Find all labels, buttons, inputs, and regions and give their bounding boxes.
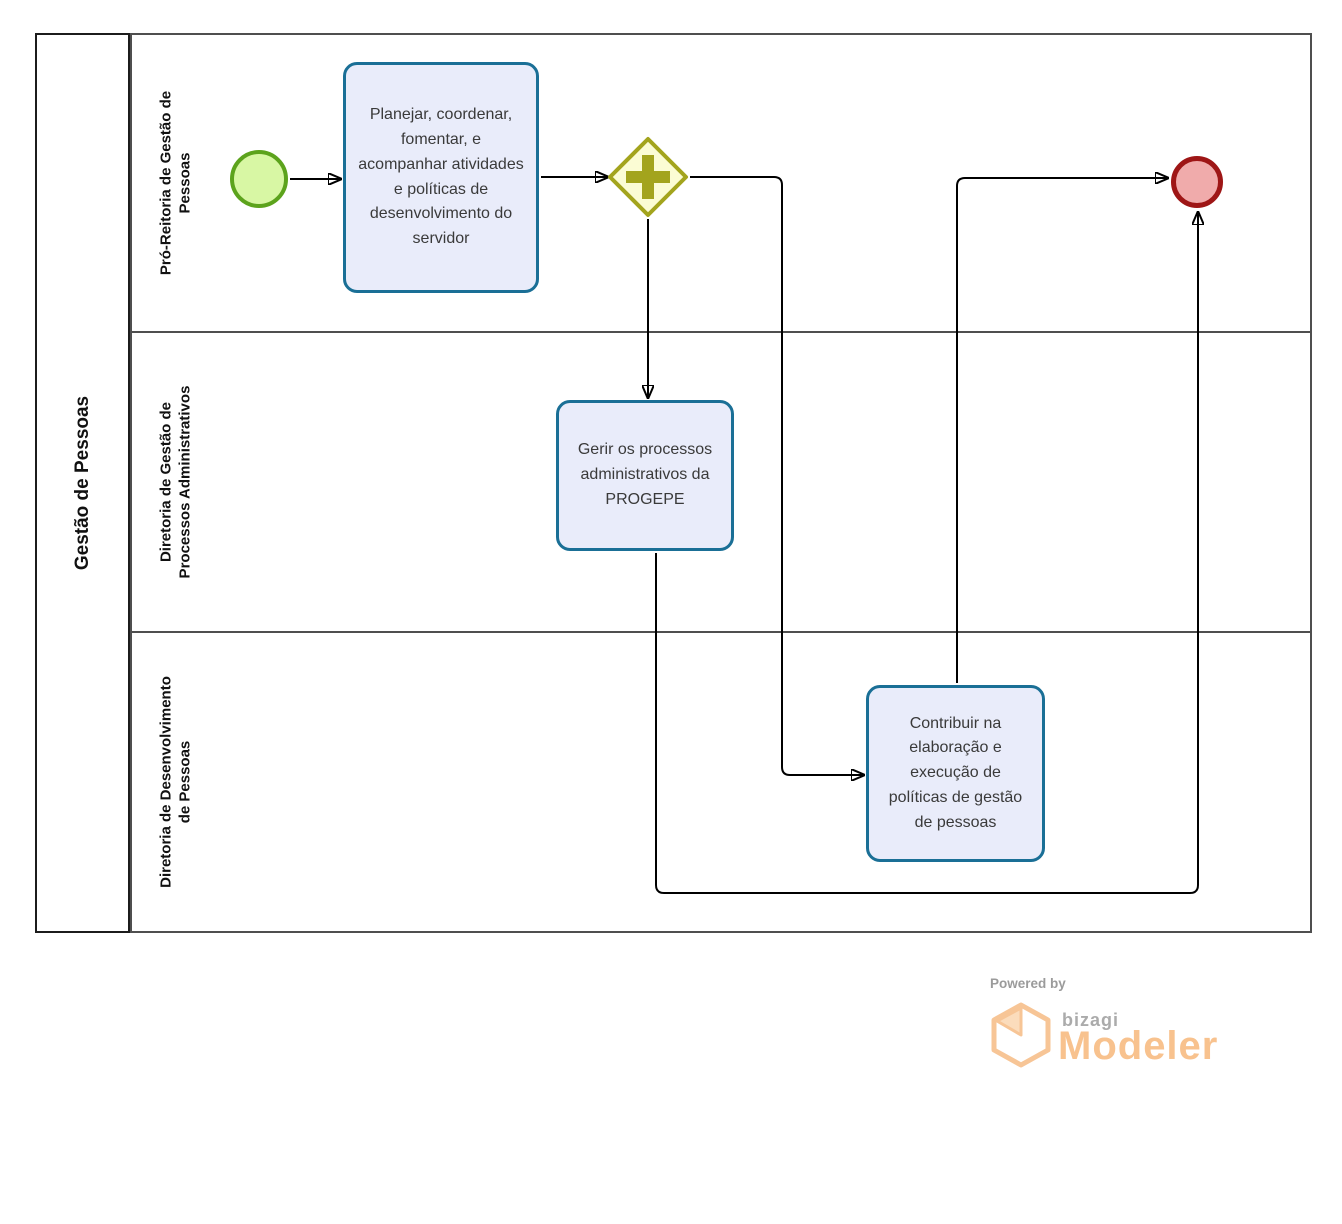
pool-gestao-de-pessoas: Gestão de Pessoas [35,33,130,933]
task-contribuir-label: Contribuir na elaboração e execução de p… [888,714,1023,831]
task-gerir-label: Gerir os processos administrativos da PR… [577,441,713,508]
lane-diretoria-desenvolvimento: Diretoria de Desenvolvimento de Pessoas [132,631,1310,931]
task-gerir: Gerir os processos administrativos da PR… [556,400,734,551]
powered-by-text: Powered by [990,976,1066,991]
bizagi-brand-text: bizagi [1062,1010,1120,1030]
pool-title: Gestão de Pessoas [71,395,93,571]
parallel-gateway [606,135,690,219]
lane-label-diretoria-desenvolvimento: Diretoria de Desenvolvimento de Pessoas [157,676,193,888]
lane-label-band: Pró-Reitoria de Gestão de Pessoas [132,35,220,331]
lane-label-pro-reitoria: Pró-Reitoria de Gestão de Pessoas [157,90,193,276]
lane-label-band: Diretoria de Gestão de Processos Adminis… [132,333,220,631]
lane-pro-reitoria: Pró-Reitoria de Gestão de Pessoas [132,35,1310,331]
bizagi-modeler-logo[interactable]: Powered by bizagi Modeler [988,976,1258,1076]
end-event [1171,156,1223,208]
task-planejar-label: Planejar, coordenar, fomentar, e acompan… [358,106,524,248]
modeler-product-text: Modeler [1058,1024,1219,1068]
task-planejar: Planejar, coordenar, fomentar, e acompan… [343,62,539,293]
task-contribuir: Contribuir na elaboração e execução de p… [866,685,1045,862]
bizagi-hexagon-icon [991,1002,1051,1068]
parallel-gateway-icon [608,137,688,217]
lane-label-band: Diretoria de Desenvolvimento de Pessoas [132,633,220,931]
lane-label-diretoria-processos: Diretoria de Gestão de Processos Adminis… [157,385,193,579]
start-event [230,150,288,208]
